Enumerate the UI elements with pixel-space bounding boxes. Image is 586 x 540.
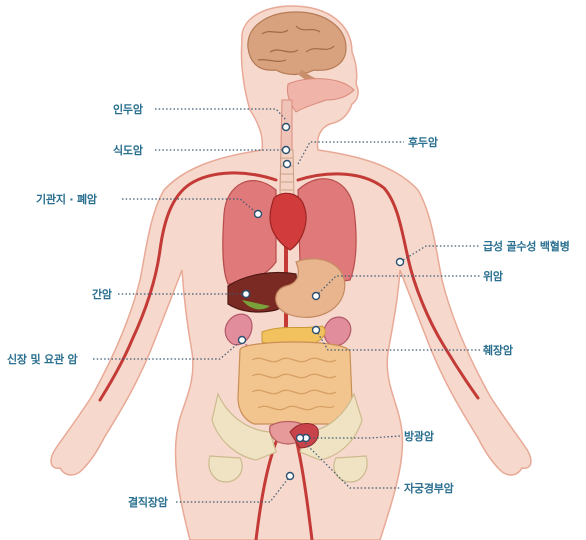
label-kidney-ureter-cancer: 신장 및 요관 암 xyxy=(7,353,77,366)
label-esophageal-cancer: 식도암 xyxy=(113,144,143,157)
trachea xyxy=(280,150,294,198)
intestines xyxy=(238,342,352,424)
label-pancreatic-cancer: 췌장암 xyxy=(483,344,513,357)
label-stomach-cancer: 위암 xyxy=(483,270,503,283)
label-bladder-cancer: 방광암 xyxy=(404,430,434,443)
label-colorectal-cancer: 결직장암 xyxy=(128,496,168,509)
label-acute-myeloid-leukemia: 급성 골수성 백혈병 xyxy=(483,240,570,253)
label-laryngeal-cancer: 후두암 xyxy=(408,136,438,149)
label-pharynx-cancer: 인두암 xyxy=(113,103,143,116)
label-bronchus-lung-cancer: 기관지 · 폐암 xyxy=(36,193,97,206)
label-liver-cancer: 간암 xyxy=(92,288,112,301)
label-cervical-cancer: 자궁경부암 xyxy=(404,482,454,495)
